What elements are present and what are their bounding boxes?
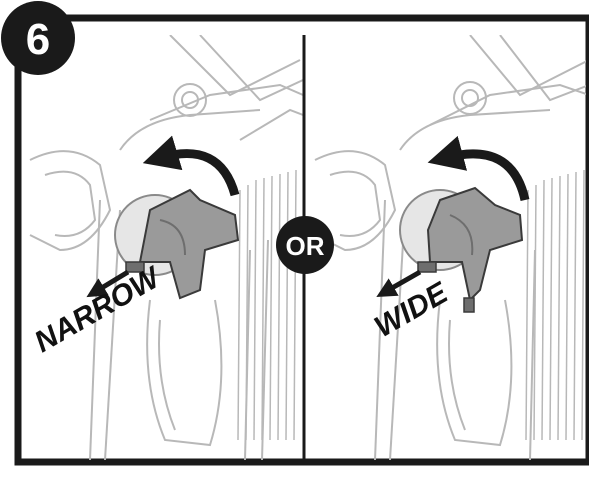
step-badge: 6 (1, 1, 75, 75)
step-number: 6 (26, 15, 50, 64)
or-text: OR (286, 231, 325, 261)
or-badge: OR (276, 216, 334, 274)
